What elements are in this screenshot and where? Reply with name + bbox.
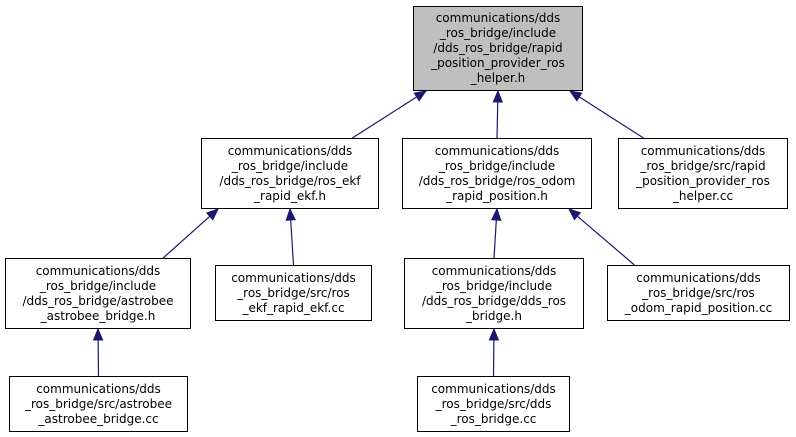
- node-ros-ekf-rapid-ekf-h[interactable]: communications/dds _ros_bridge/include /…: [201, 138, 379, 209]
- node-astrobee-bridge-h[interactable]: communications/dds _ros_bridge/include /…: [5, 258, 191, 329]
- edge-arrowhead: [285, 207, 296, 221]
- edge-line: [576, 215, 635, 266]
- node-label-line: communications/dds: [227, 143, 353, 158]
- node-ros-odom-rapid-position-cc[interactable]: communications/dds _ros_bridge/src/ros _…: [607, 265, 790, 321]
- node-label-line: _ros_bridge/include: [231, 158, 349, 173]
- edge-line: [578, 96, 644, 139]
- node-label-line: /dds_ros_bridge/dds_ros: [421, 293, 567, 308]
- edge-arrowhead: [488, 327, 500, 341]
- node-label-line: /dds_ros_bridge/ros_ekf: [219, 173, 361, 188]
- node-label-line: _rapid_position.h: [446, 188, 548, 203]
- node-label-line: _ros_bridge/include: [435, 278, 553, 293]
- node-label-line: _ros_bridge/src/rapid: [640, 158, 766, 173]
- edge-arrowhead: [413, 90, 428, 102]
- node-label-line: communications/dds: [431, 381, 556, 396]
- edge-line: [351, 96, 418, 139]
- node-label-line: _ekf_rapid_ekf.cc: [242, 300, 345, 315]
- edge-arrowhead: [205, 208, 219, 221]
- node-dds-ros-bridge-h[interactable]: communications/dds _ros_bridge/include /…: [404, 258, 584, 329]
- node-label-line: _ros_bridge/include: [439, 26, 557, 40]
- node-label-line: _position_provider_ros: [431, 56, 565, 70]
- node-label-line: _ros_bridge/src/dds: [435, 396, 552, 411]
- node-label-line: /dds_ros_bridge/rapid: [433, 41, 563, 55]
- node-label-line: _ros_bridge/src/ros: [642, 285, 755, 300]
- node-label-line: communications/dds: [640, 143, 766, 158]
- node-label-line: _astrobee_bridge.cc: [38, 411, 159, 426]
- node-label-line: _bridge.h: [466, 308, 522, 323]
- node-label-line: _ros_bridge/include: [39, 278, 157, 293]
- node-label-line: communications/dds: [35, 263, 161, 278]
- node-ros-ekf-rapid-ekf-cc[interactable]: communications/dds _ros_bridge/src/ros _…: [215, 265, 372, 321]
- node-label-line: _helper.h: [470, 71, 526, 85]
- edge-arrowhead: [492, 89, 504, 103]
- node-label-line: communications/dds: [434, 143, 560, 158]
- node-label-line: communications/dds: [431, 263, 557, 278]
- edge-arrowhead: [568, 208, 582, 221]
- node-dds-ros-bridge-cc[interactable]: communications/dds _ros_bridge/src/dds _…: [417, 376, 570, 432]
- edge-arrowhead: [568, 90, 583, 102]
- node-label-line: communications/dds: [36, 381, 161, 396]
- node-astrobee-bridge-cc[interactable]: communications/dds _ros_bridge/src/astro…: [9, 376, 188, 432]
- node-label-line: _position_provider_ros: [636, 173, 770, 188]
- node-label-line: _odom_rapid_position.cc: [624, 300, 773, 315]
- node-label-line: communications/dds: [231, 270, 356, 285]
- edge-line: [493, 219, 497, 259]
- node-label-line: _helper.cc: [672, 188, 734, 203]
- node-label-line: _ros_bridge/src/ros: [237, 285, 350, 300]
- node-label-line: _ros_bridge/include: [438, 158, 556, 173]
- node-rapid-position-provider-ros-helper-cc[interactable]: communications/dds _ros_bridge/src/rapid…: [618, 138, 788, 209]
- node-rapid-position-provider-ros-helper-h[interactable]: communications/dds _ros_bridge/include /…: [413, 6, 583, 91]
- edge-line: [496, 101, 499, 139]
- node-ros-odom-rapid-position-h[interactable]: communications/dds _ros_bridge/include /…: [402, 138, 592, 209]
- node-label-line: _astrobee_bridge.h: [40, 308, 156, 323]
- edge-line: [162, 215, 211, 259]
- node-label-line: _ros_bridge/src/astrobee: [24, 396, 173, 411]
- node-label-line: communications/dds: [435, 11, 561, 25]
- node-label-line: communications/dds: [636, 270, 761, 285]
- node-label-line: /dds_ros_bridge/astrobee: [22, 293, 174, 308]
- edge-arrowhead: [491, 207, 502, 221]
- node-label-line: _ros_bridge.cc: [450, 411, 537, 426]
- node-label-line: /dds_ros_bridge/ros_odom: [418, 173, 576, 188]
- node-label-line: _rapid_ekf.h: [254, 188, 326, 203]
- edge-line: [290, 219, 295, 266]
- edge-arrowhead: [92, 327, 104, 341]
